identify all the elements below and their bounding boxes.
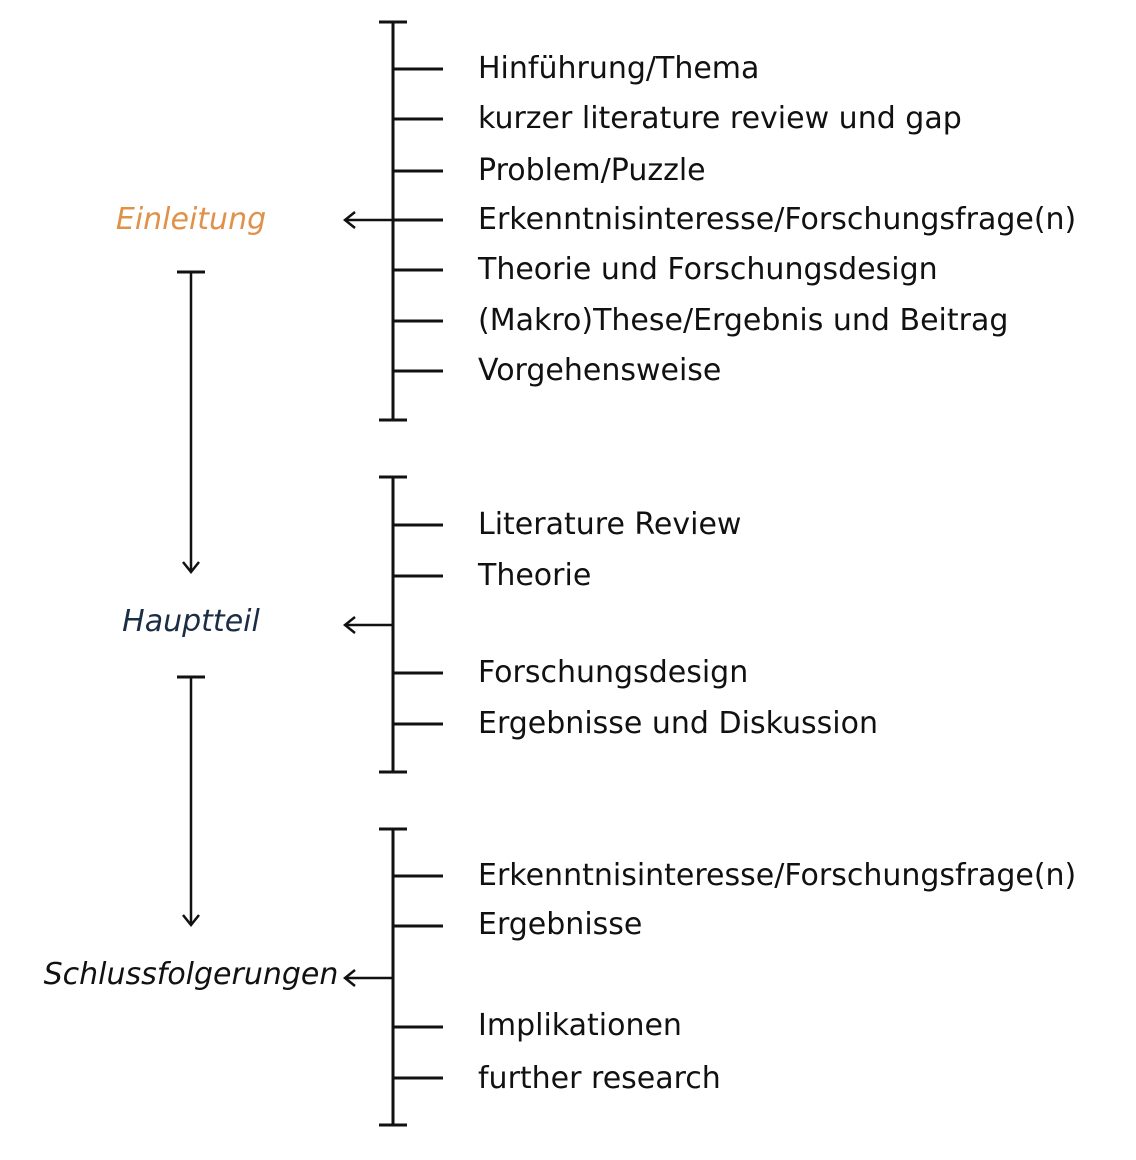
hauptteil-pointer-arrowhead <box>342 616 356 634</box>
hauptteil-item: Ergebnisse und Diskussion <box>478 706 879 741</box>
einleitung-pointer-arrowhead <box>342 211 356 229</box>
einleitung-item: Theorie und Forschungsdesign <box>478 252 938 287</box>
flow-arrow-einleitung-hauptteil-head <box>182 561 200 575</box>
schluss-item: Ergebnisse <box>478 907 643 942</box>
schluss-item: Implikationen <box>478 1008 682 1043</box>
einleitung-item: kurzer literature review und gap <box>478 101 962 136</box>
einleitung-item: Erkenntnisinteresse/Forschungsfrage(n) <box>478 202 1077 237</box>
hauptteil-item: Theorie <box>478 558 592 593</box>
section-label-einleitung: Einleitung <box>115 202 267 237</box>
schluss-item: Erkenntnisinteresse/Forschungsfrage(n) <box>478 858 1077 893</box>
einleitung-item: Vorgehensweise <box>478 353 722 388</box>
hauptteil-item: Literature Review <box>478 507 742 542</box>
section-label-schlussfolgerungen: Schlussfolgerungen <box>43 957 339 992</box>
hauptteil-item: Forschungsdesign <box>478 655 749 690</box>
einleitung-item: (Makro)These/Ergebnis und Beitrag <box>478 303 1009 338</box>
flow-arrow-hauptteil-schluss-head <box>182 914 200 928</box>
einleitung-item: Hinführung/Thema <box>478 51 760 86</box>
section-label-hauptteil: Hauptteil <box>122 604 260 639</box>
schluss-pointer-arrowhead <box>342 969 356 987</box>
schluss-item: further research <box>478 1061 721 1096</box>
einleitung-item: Problem/Puzzle <box>478 153 706 188</box>
